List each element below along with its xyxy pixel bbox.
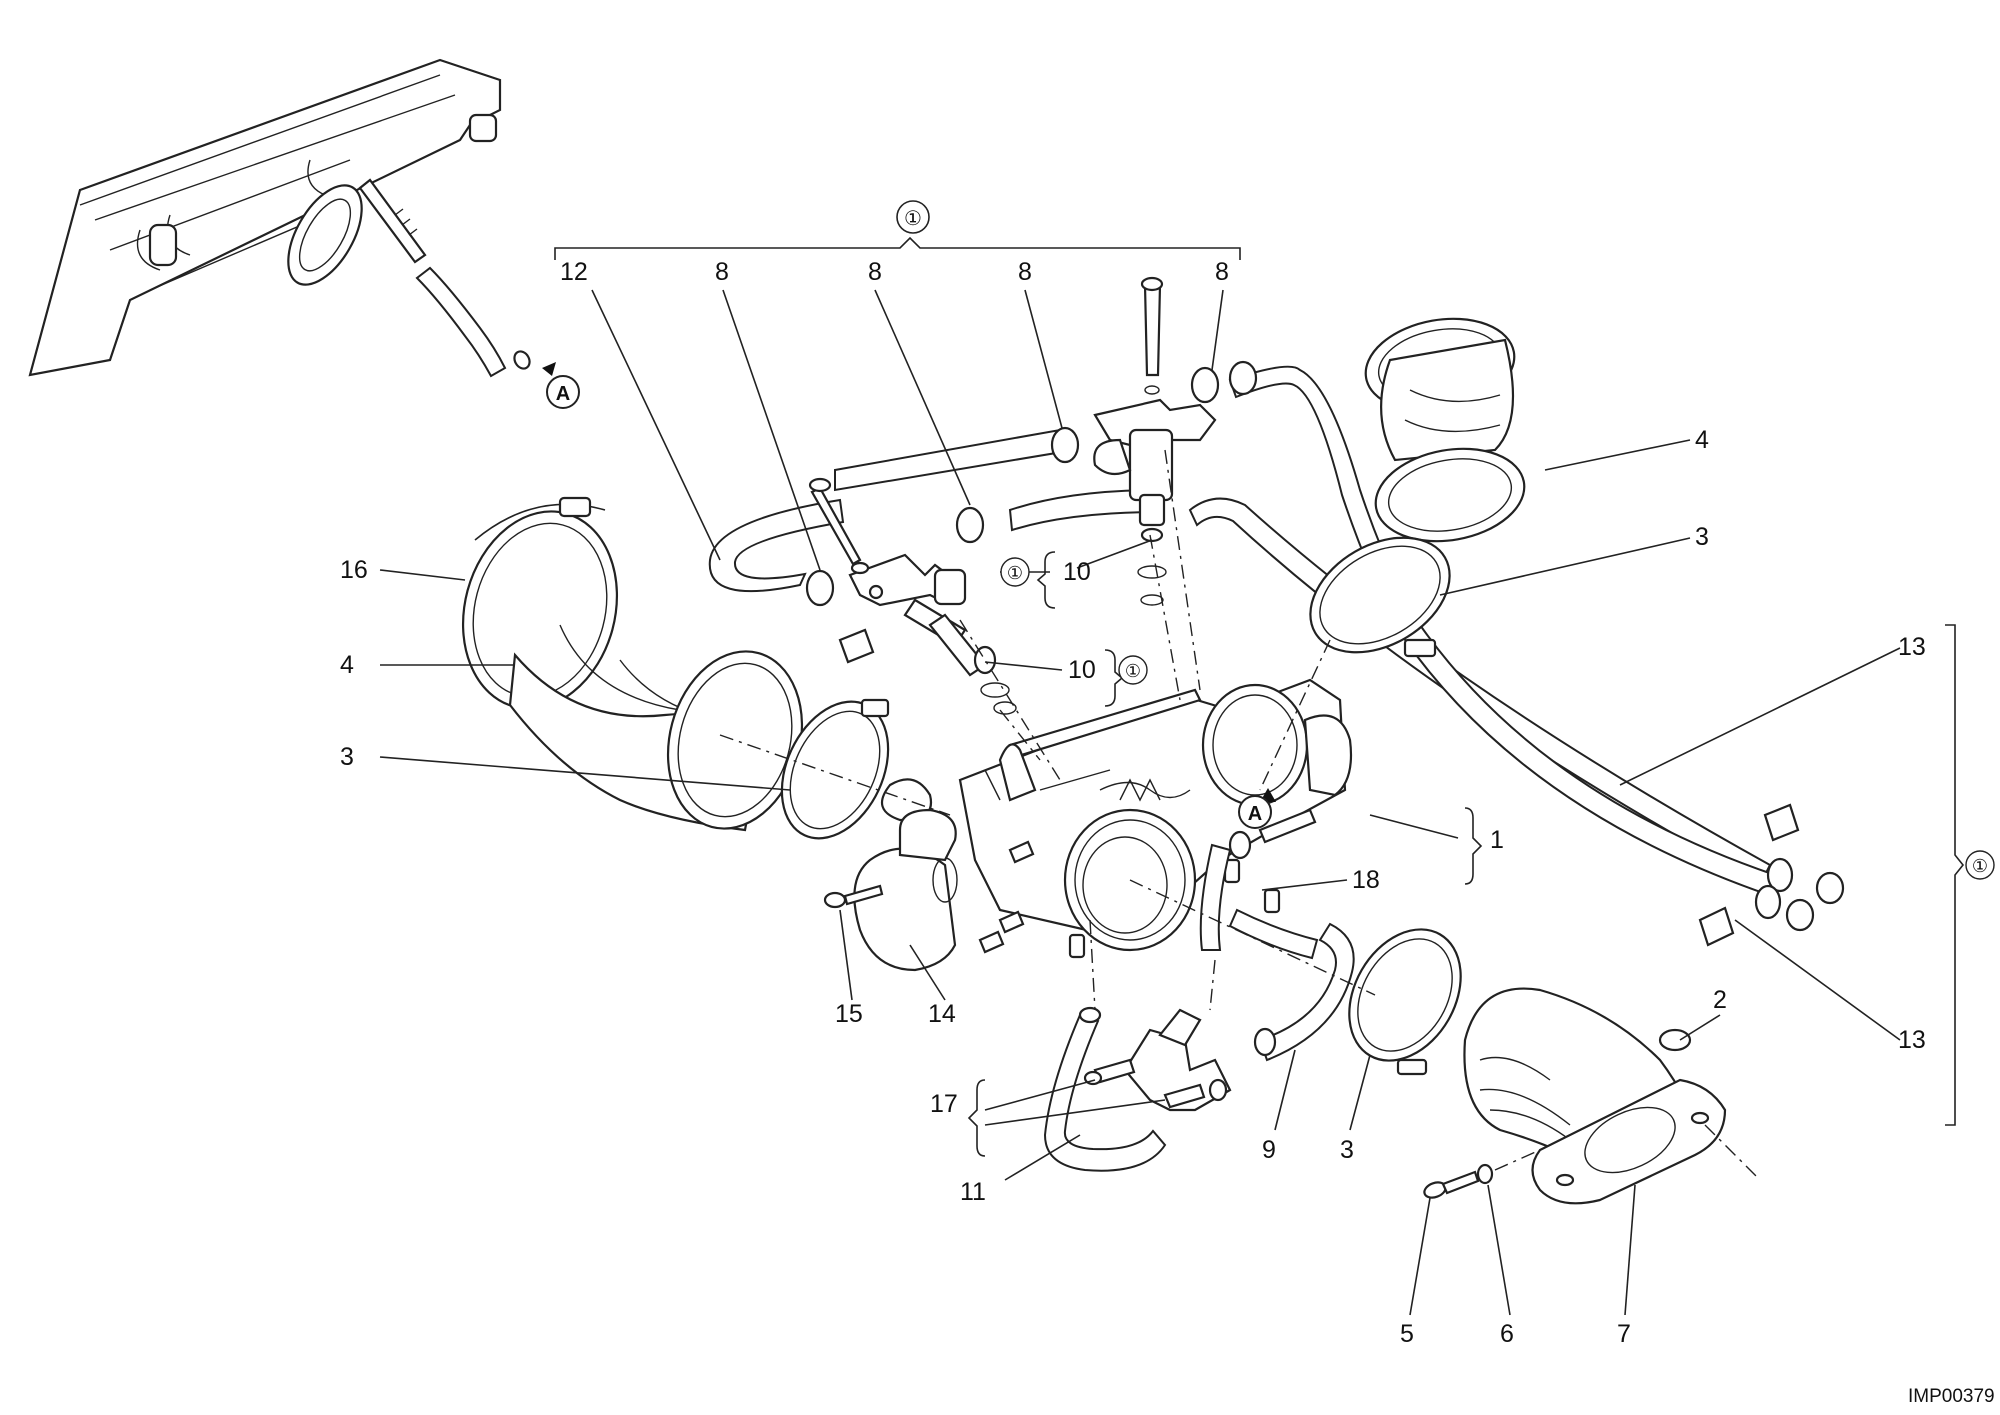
- screw-15: [823, 884, 884, 909]
- air-valve-assembly: [1043, 908, 1355, 1172]
- airbox-detail: [28, 58, 531, 378]
- callout-5: 5: [1400, 1320, 1414, 1348]
- bottom-hose-clamp: [1348, 928, 1462, 1076]
- callout-10-lower: 10: [1068, 656, 1096, 684]
- fuel-rail-assembly: [708, 276, 1845, 947]
- callout-9: 9: [1262, 1136, 1276, 1164]
- throttle-body: [880, 678, 1353, 959]
- callout-8-c: 8: [1018, 258, 1032, 286]
- callout-8-b: 8: [868, 258, 882, 286]
- right-hose-clamp: [1309, 536, 1451, 658]
- right-intake-boot: [1364, 317, 1526, 543]
- callout-17: 17: [930, 1090, 958, 1118]
- kit-symbol-top: ①: [904, 208, 922, 230]
- leader-lines: [379, 289, 1965, 1316]
- marker-a-text-2: A: [1248, 803, 1262, 825]
- callout-8-d: 8: [1215, 258, 1229, 286]
- marker-a-text: A: [556, 383, 570, 405]
- callout-10-upper: 10: [1063, 558, 1091, 586]
- callout-8-a: 8: [715, 258, 729, 286]
- callout-13-lower: 13: [1898, 1026, 1926, 1054]
- callout-13-upper: 13: [1898, 633, 1926, 661]
- drawing-code: IMP00379: [1908, 1386, 1995, 1407]
- callout-6: 6: [1500, 1320, 1514, 1348]
- kit-symbol-10-upper: ①: [1007, 563, 1023, 583]
- callout-11: 11: [960, 1178, 986, 1206]
- kit-symbol-13: ①: [1972, 856, 1988, 876]
- callout-16: 16: [340, 556, 368, 584]
- screw-5-washer-6: [1423, 1163, 1494, 1199]
- callout-labels: 12 8 8 8 8 4 3 13 13 1 18 16 4 3 10 10 1…: [340, 258, 1926, 1348]
- callout-4-left: 4: [340, 651, 354, 679]
- kit-bracket-top: ①: [554, 200, 1241, 260]
- callout-7: 7: [1617, 1320, 1631, 1348]
- callout-18: 18: [1352, 866, 1380, 894]
- callout-3-left: 3: [340, 743, 354, 771]
- left-intake-boot: [461, 496, 804, 832]
- callout-14: 14: [928, 1000, 956, 1028]
- short-hose-18: [1199, 830, 1252, 951]
- assembly-centre-lines: [719, 449, 1761, 1181]
- callout-4-right: 4: [1695, 426, 1709, 454]
- intake-manifold-7: [1463, 987, 1727, 1205]
- reference-marker-a-top: A: [542, 362, 580, 409]
- kit-symbols: ① ① ①: [1000, 557, 1995, 880]
- callout-1: 1: [1490, 826, 1504, 854]
- kit-symbol-10-lower: ①: [1125, 661, 1141, 681]
- reference-marker-a-middle: A: [1238, 788, 1276, 829]
- callout-12: 12: [560, 258, 588, 286]
- throttle-position-sensor: [853, 808, 958, 972]
- callout-3-right: 3: [1695, 523, 1709, 551]
- callout-2: 2: [1713, 986, 1727, 1014]
- callout-3-bottom: 3: [1340, 1136, 1354, 1164]
- callout-15: 15: [835, 1000, 863, 1028]
